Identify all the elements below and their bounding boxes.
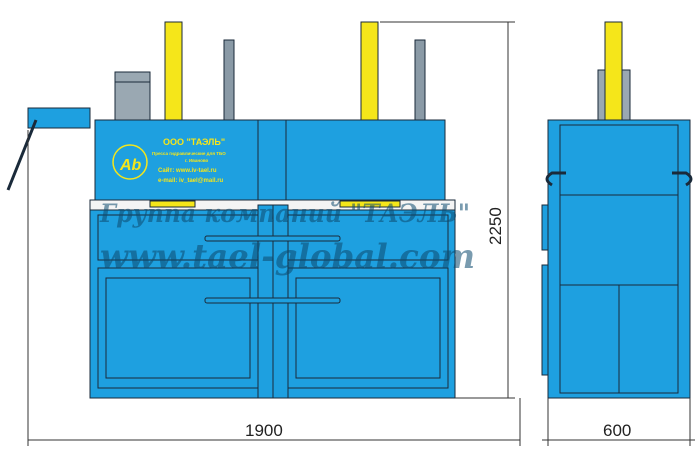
company-site: Сайт: www.iv-tael.ru [158,167,217,174]
rod-right [414,39,426,121]
company-subtitle: Пресса гидравлические для ТБО [152,151,226,156]
rod-left [223,39,235,121]
side-cylinder [604,21,623,121]
company-city: г. Иваново [185,158,209,163]
dimension-depth: 600 [603,421,631,440]
dimension-height: 2250 [486,207,505,245]
watermark-line1: Группа компаний "ТАЭЛЬ" [99,199,470,228]
cylinder-left [164,21,183,121]
front-view [6,21,456,399]
cylinder-right [360,21,379,121]
chute-leg [6,119,38,191]
door-lower-left [97,267,259,389]
svg-text:Аb: Аb [119,157,142,174]
door-lower-right [287,267,449,389]
watermark-line2: www.tael-global.com [100,237,475,277]
handle-upper [204,235,341,242]
dimension-lines [27,21,695,446]
chute [27,107,91,129]
motor [114,71,151,121]
handle-lower [204,297,341,304]
dimension-width: 1900 [245,421,283,440]
side-view [541,21,693,399]
company-name: ООО "ТАЭЛЬ" [163,137,225,147]
company-email: e-mail: iv_tael@mail.ru [158,178,224,184]
company-logo: Аb ООО "ТАЭЛЬ" Пресса гидравлические для… [112,137,226,184]
